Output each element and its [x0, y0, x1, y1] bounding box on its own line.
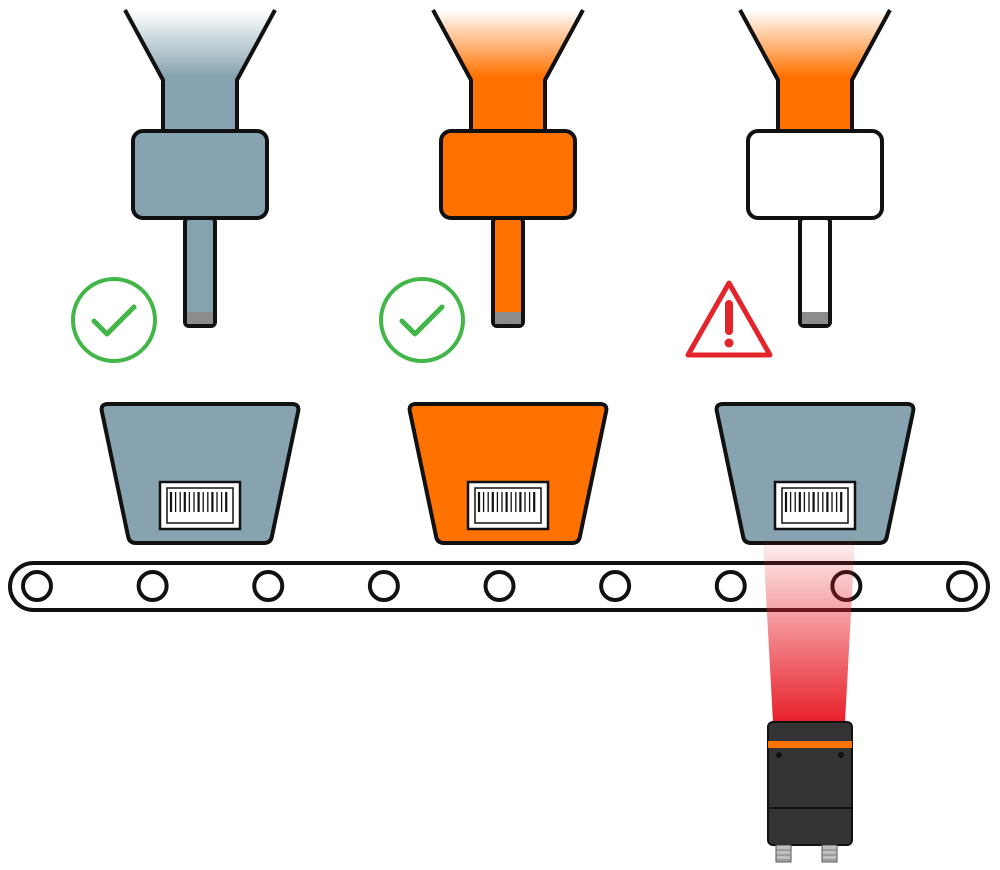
warning-triangle-icon — [685, 280, 773, 358]
camera-connector-left — [775, 844, 792, 863]
conveyor-rollers — [21, 570, 978, 602]
dispenser-nozzle — [183, 216, 217, 328]
conveyor-roller — [483, 570, 516, 602]
container — [407, 402, 609, 545]
conveyor-roller — [367, 570, 400, 602]
conveyor-roller — [136, 570, 169, 602]
barcode-label-icon — [466, 480, 550, 531]
conveyor-roller — [252, 570, 285, 602]
dispenser-valve — [131, 129, 269, 220]
camera-connector-right — [821, 844, 838, 863]
conveyor-roller — [714, 570, 747, 602]
nozzle-tip — [187, 312, 213, 324]
station-1 — [71, 9, 301, 545]
conveyor-roller — [21, 570, 53, 602]
camera-band — [768, 741, 852, 748]
camera-screw-left — [776, 752, 782, 758]
stations-layer — [71, 9, 916, 545]
container — [714, 402, 916, 545]
nozzle-tip — [495, 312, 521, 324]
conveyor-roller — [599, 570, 632, 602]
dispenser-funnel — [431, 9, 585, 131]
camera-screw-right — [838, 752, 844, 758]
nozzle-tip — [802, 312, 828, 324]
container — [99, 402, 301, 545]
barcode-camera-icon — [767, 721, 853, 863]
barcode-label-icon — [773, 480, 857, 531]
check-circle-icon — [71, 277, 157, 363]
station-3 — [685, 9, 916, 545]
dispenser-funnel — [123, 9, 277, 131]
dispenser-valve — [746, 129, 884, 220]
dispenser-funnel — [738, 9, 892, 131]
laser-beam — [763, 540, 855, 722]
barcode-label-icon — [158, 480, 242, 531]
station-2 — [379, 9, 609, 545]
dispenser-nozzle — [491, 216, 525, 328]
conveyor-belt — [8, 561, 990, 612]
conveyor-roller — [946, 570, 978, 602]
dispenser-valve — [439, 129, 577, 220]
camera-body — [767, 721, 853, 846]
check-circle-icon — [379, 277, 465, 363]
dispenser-nozzle — [798, 216, 832, 328]
